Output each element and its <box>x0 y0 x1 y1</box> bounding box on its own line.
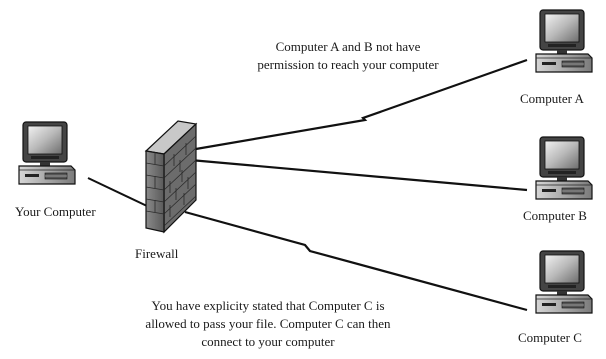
computer-a-label: Computer A <box>520 91 584 107</box>
blocked-note: Computer A and B not have permission to … <box>218 38 478 74</box>
your-computer-icon <box>19 122 75 184</box>
computer-c-icon <box>536 251 592 313</box>
computer-c-label: Computer C <box>518 330 582 346</box>
computer-b-icon <box>536 137 592 199</box>
firewall-label: Firewall <box>135 246 178 262</box>
allowed-note-line-1: You have explicity stated that Computer … <box>118 297 418 315</box>
link-firewall-computer-b <box>190 160 527 190</box>
computer-a-icon <box>536 10 592 72</box>
your-computer-label: Your Computer <box>15 204 96 220</box>
blocked-note-line-2: permission to reach your computer <box>218 56 478 74</box>
link-your-computer-firewall <box>88 178 147 206</box>
allowed-note-line-2: allowed to pass your file. Computer C ca… <box>118 315 418 333</box>
computer-b-label: Computer B <box>523 208 587 224</box>
link-firewall-computer-c <box>185 212 527 310</box>
blocked-note-line-1: Computer A and B not have <box>218 38 478 56</box>
firewall-icon <box>146 121 196 232</box>
allowed-note-line-3: connect to your computer <box>118 333 418 351</box>
allowed-note: You have explicity stated that Computer … <box>118 297 418 351</box>
